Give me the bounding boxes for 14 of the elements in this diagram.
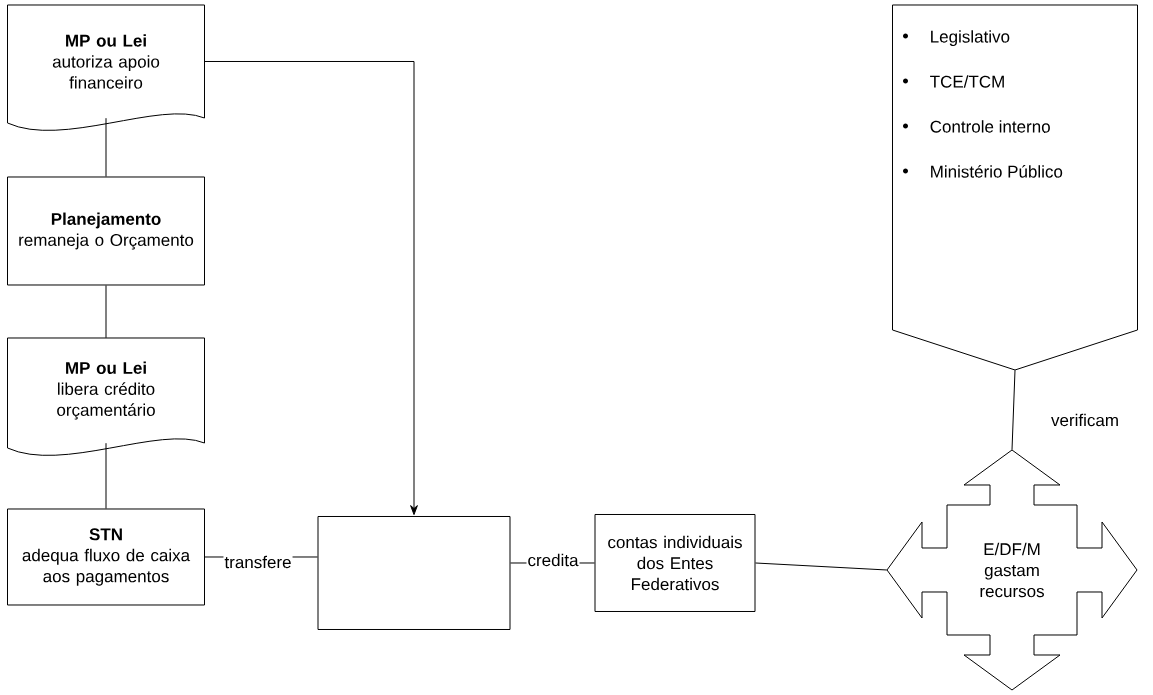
- off-page-connector: Legislativo TCE/TCM Controle interno Ministério Público: [892, 4, 1138, 371]
- process-box: contas individuais dos Entes Federativos: [594, 514, 756, 612]
- connector: [105, 117, 107, 177]
- edge-label: transfere: [223, 554, 293, 570]
- connector: [105, 442, 107, 509]
- process-box: STN adequa fluxo de caixa aos pagamentos: [7, 508, 205, 606]
- process-box: [317, 516, 511, 630]
- connector: [204, 61, 418, 516]
- edge-label: credita: [526, 552, 580, 568]
- edge-label: verificam: [1050, 412, 1120, 428]
- process-box: Planejamento remaneja o Orçamento: [7, 176, 205, 286]
- connector: [755, 562, 888, 571]
- connector: [1011, 369, 1016, 451]
- connector: [105, 285, 107, 339]
